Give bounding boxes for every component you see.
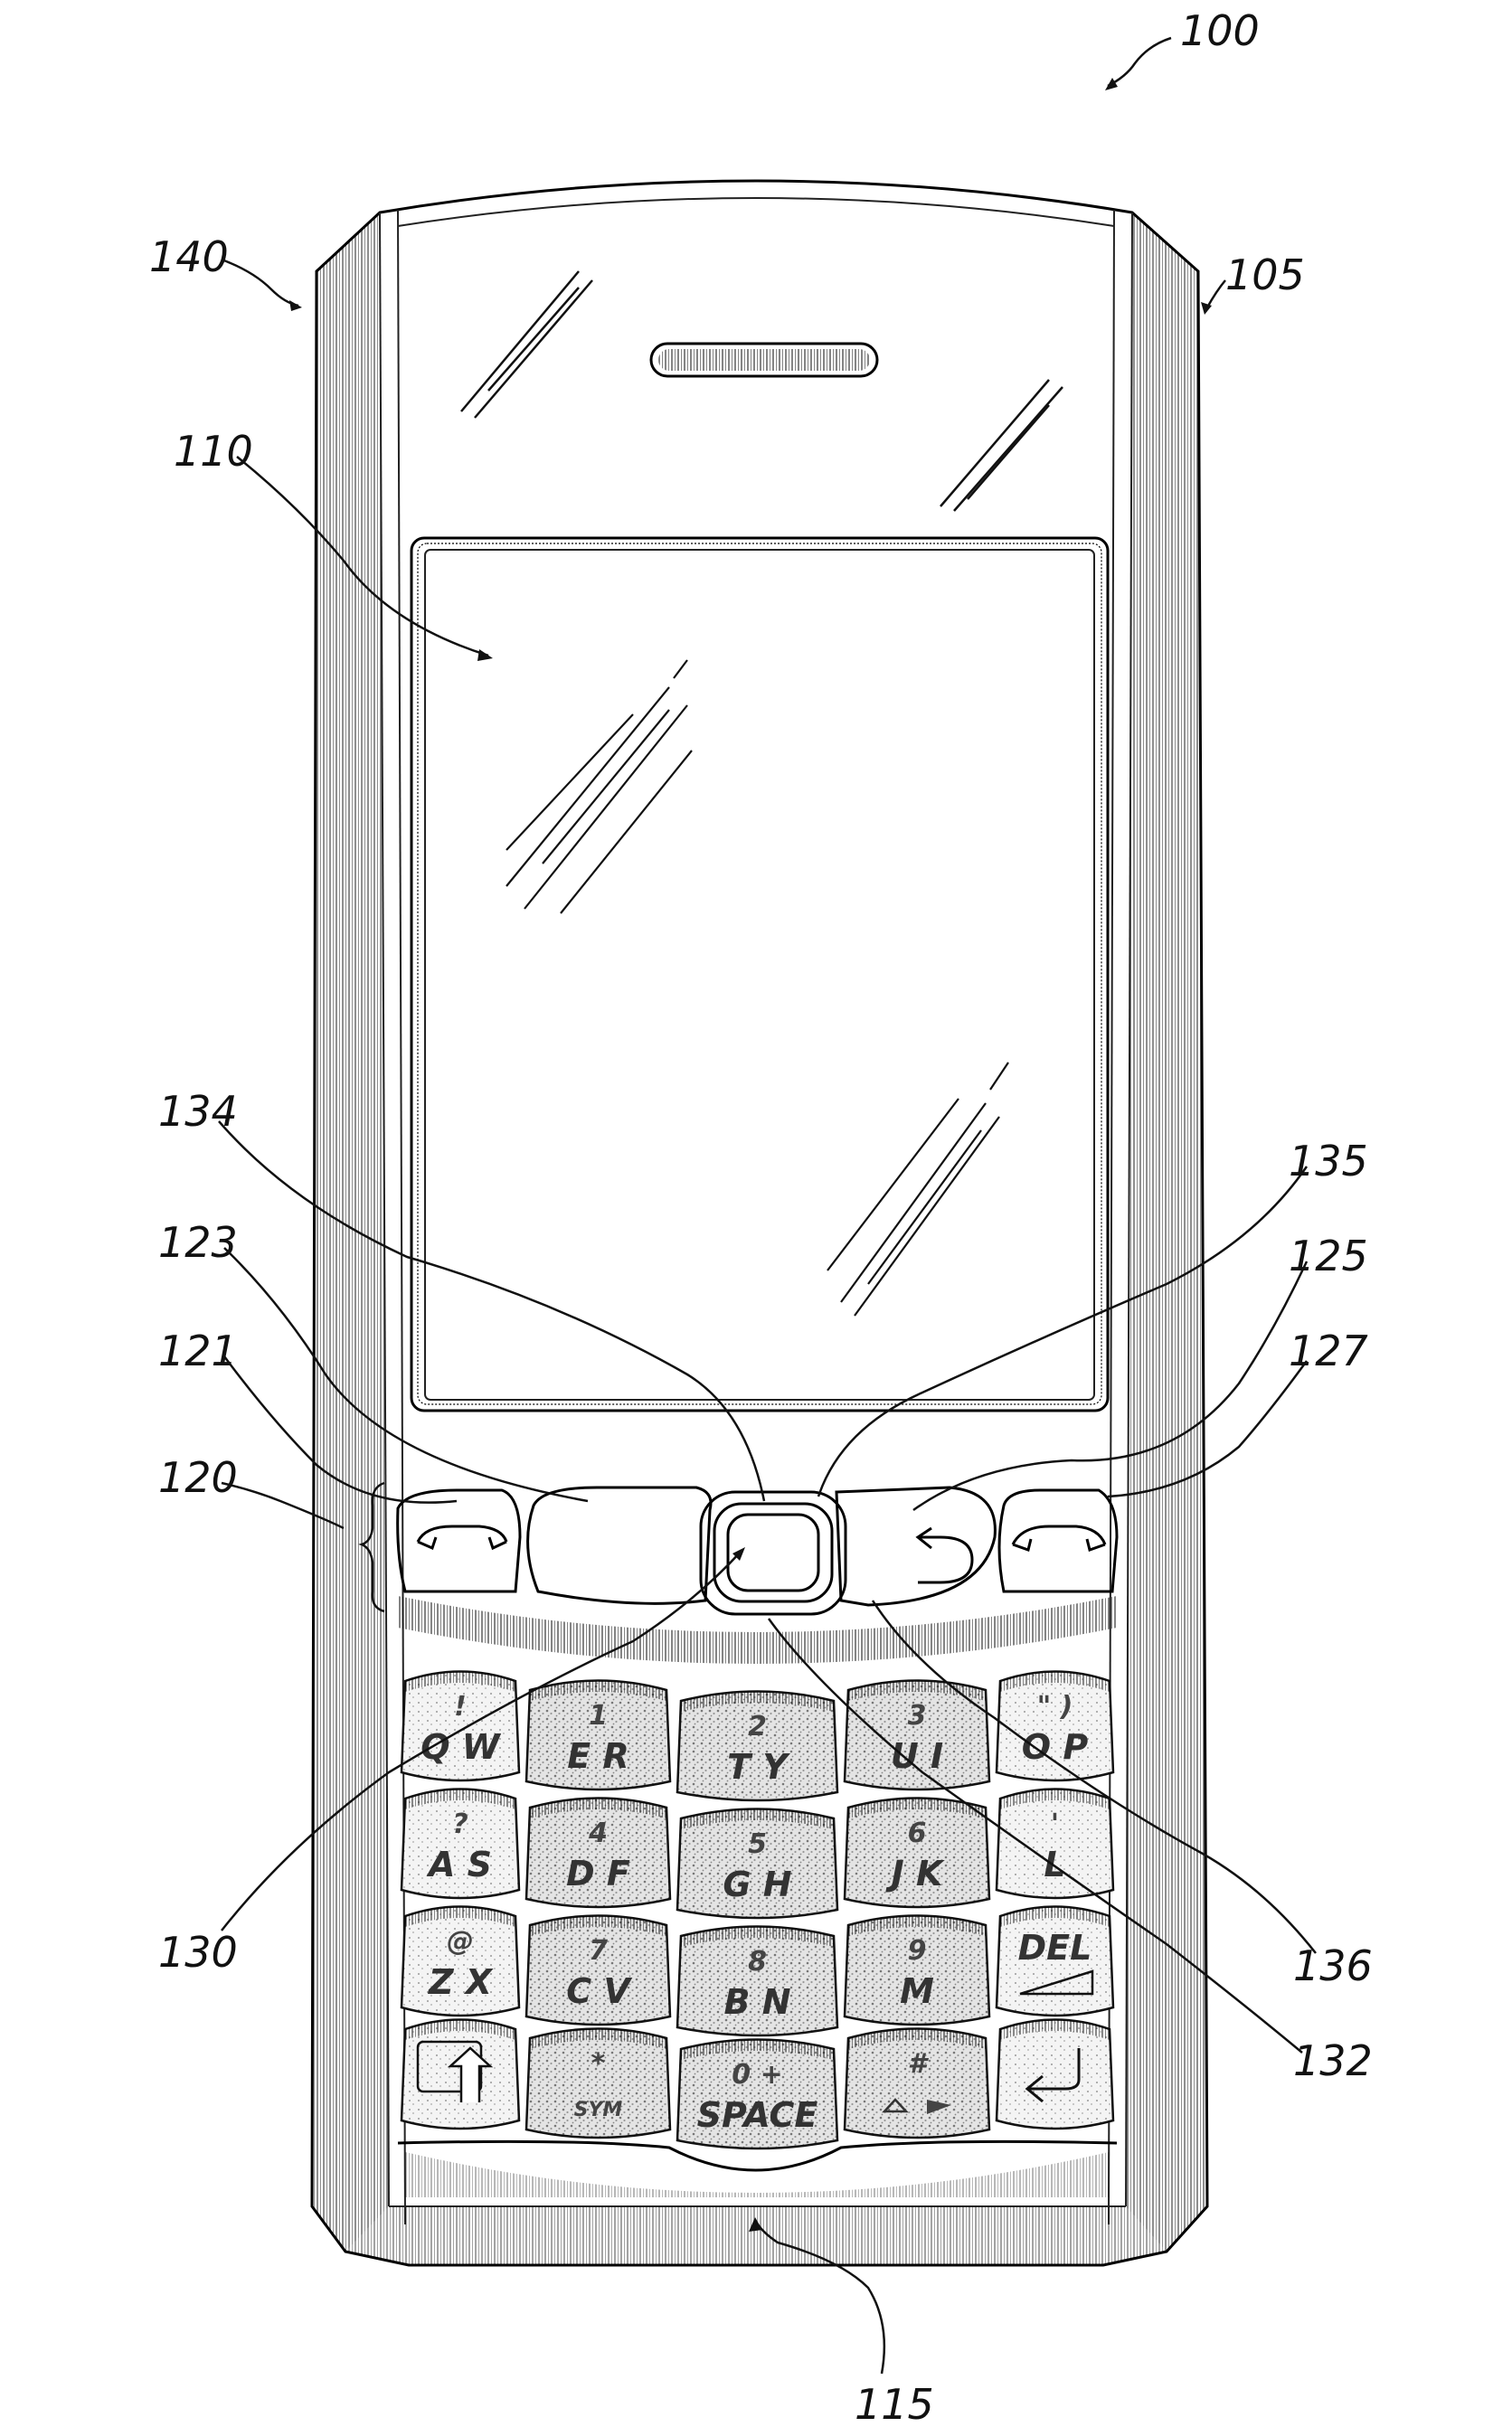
- key-number-label: 9: [908, 1935, 927, 1967]
- keyboard-key[interactable]: 5 G H: [677, 1809, 837, 1919]
- ref-135: 135: [1289, 1137, 1368, 1185]
- keyboard-key[interactable]: 8 B N: [677, 1927, 837, 2036]
- key-letters-label: J K: [885, 1854, 945, 1893]
- ref-130: 130: [158, 1928, 238, 1977]
- key-letters-label: T Y: [727, 1747, 790, 1787]
- left-side-hatching: [312, 212, 389, 2252]
- trackball-icon[interactable]: [701, 1492, 846, 1614]
- keyboard-key[interactable]: #: [845, 2029, 989, 2139]
- keyboard-key[interactable]: 1 E R: [526, 1681, 670, 1790]
- ref-136: 136: [1293, 1941, 1373, 1990]
- display-screen: [411, 538, 1108, 1411]
- key-number-label: 1: [589, 1700, 608, 1732]
- key-letters-label: M: [900, 1971, 934, 2011]
- keyboard-key[interactable]: 9M: [845, 1916, 989, 2026]
- key-letters-label: B N: [724, 1982, 791, 2022]
- glass-glare-lines: [461, 271, 1063, 511]
- keyboard-key[interactable]: 7 C V: [526, 1916, 670, 2026]
- key-cap: [997, 2020, 1113, 2130]
- ref-132: 132: [1293, 2036, 1373, 2085]
- keyboard-key[interactable]: @ Z X: [402, 1907, 519, 2016]
- keyboard-key[interactable]: 'L: [997, 1790, 1113, 1899]
- key-letters-label: DEL: [1018, 1928, 1092, 1968]
- ref-134: 134: [158, 1087, 238, 1136]
- keyboard-key[interactable]: " )O P: [997, 1672, 1113, 1781]
- navigation-row: [398, 1487, 1117, 1664]
- key-number-label: #: [908, 2048, 930, 2080]
- key-letters-label: SYM: [574, 2099, 623, 2121]
- speaker-slot-icon: [651, 344, 877, 376]
- ref-140: 140: [149, 232, 229, 281]
- key-number-label: 8: [748, 1946, 767, 1978]
- back-arrow-icon: [918, 1528, 972, 1582]
- keyboard-key[interactable]: 3 U I: [845, 1681, 989, 1790]
- key-letters-label: E R: [567, 1736, 628, 1776]
- ref-115: 115: [855, 2380, 934, 2422]
- key-number-label: 7: [589, 1935, 608, 1967]
- key-letters-label: A S: [426, 1845, 492, 1884]
- phone-send-icon: [418, 1526, 506, 1548]
- key-letters-label: Z X: [428, 1962, 494, 2002]
- phone-end-icon: [1013, 1526, 1105, 1550]
- key-letters-label: C V: [566, 1971, 632, 2011]
- right-side-hatching: [1126, 212, 1207, 2252]
- key-letters-label: D F: [566, 1854, 630, 1893]
- keyboard-key[interactable]: DEL: [997, 1907, 1113, 2016]
- ref-120: 120: [158, 1453, 238, 1502]
- ref-105: 105: [1225, 250, 1305, 299]
- key-letters-label: U I: [891, 1736, 943, 1776]
- key-number-label: 3: [908, 1700, 927, 1732]
- key-number-label: *: [591, 2048, 606, 2080]
- escape-key[interactable]: [836, 1487, 995, 1605]
- key-number-label: ?: [452, 1808, 468, 1840]
- key-letters-label: L: [1044, 1845, 1065, 1884]
- key-number-label: 6: [908, 1818, 927, 1849]
- ref-100: 100: [1180, 6, 1260, 55]
- keyboard-key[interactable]: * SYM: [526, 2029, 670, 2139]
- key-number-label: 2: [748, 1711, 767, 1742]
- keyboard-key[interactable]: [402, 2020, 519, 2130]
- send-key[interactable]: [398, 1490, 520, 1591]
- keyboard-key[interactable]: 2 T Y: [677, 1692, 837, 1801]
- ref-121: 121: [158, 1327, 238, 1375]
- key-number-label: 0 +: [732, 2059, 782, 2091]
- key-number-label: ': [1051, 1808, 1059, 1840]
- key-letters-label: G H: [723, 1865, 791, 1904]
- keyboard-key[interactable]: 0 + SPACE: [677, 2040, 837, 2149]
- keyboard-key[interactable]: 6 J K: [845, 1799, 989, 1908]
- ref-123: 123: [158, 1218, 238, 1267]
- key-cap: [845, 2029, 989, 2139]
- keyboard-key[interactable]: [997, 2020, 1113, 2130]
- ref-110: 110: [174, 427, 253, 476]
- key-number-label: 4: [588, 1818, 608, 1849]
- key-number-label: @: [447, 1926, 474, 1958]
- menu-key[interactable]: [528, 1487, 711, 1603]
- ref-125: 125: [1289, 1232, 1368, 1280]
- key-number-label: " ): [1037, 1691, 1073, 1723]
- key-number-label: 5: [748, 1828, 767, 1860]
- ref-127: 127: [1289, 1327, 1368, 1375]
- keyboard: !Q W1E R2T Y3U I" )O P?A S4D F5G H6J K'L…: [402, 1672, 1113, 2149]
- keyboard-key[interactable]: 4 D F: [526, 1799, 670, 1908]
- key-letters-label: SPACE: [697, 2095, 818, 2135]
- key-number-label: !: [454, 1691, 467, 1723]
- end-key[interactable]: [999, 1490, 1117, 1591]
- keyboard-key[interactable]: ? A S: [402, 1790, 519, 1899]
- keyboard-key[interactable]: !Q W: [402, 1672, 519, 1781]
